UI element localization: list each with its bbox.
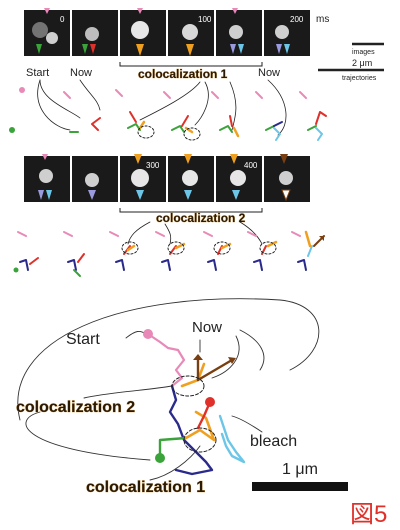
frame-r2-2 <box>72 156 118 202</box>
main-bleach-label: bleach <box>250 433 297 450</box>
trajectories-label: trajectories <box>342 75 377 82</box>
frame-r1-2 <box>72 10 118 56</box>
main-diagram <box>17 298 320 481</box>
scale-legend: images 2 μm trajectories <box>318 42 384 82</box>
frame-time-r2-3: 300 <box>146 161 160 170</box>
frame-time-r2-5: 400 <box>244 161 258 170</box>
frame-time-r1-1: 0 <box>60 15 65 24</box>
frame-r1-4: 100 <box>168 10 214 56</box>
row2-trajectories <box>13 221 325 277</box>
row2-coloc-label: colocalization 2 <box>156 211 246 225</box>
scale-2um-label: 2 μm <box>352 58 372 68</box>
figure-number: 図5 <box>350 501 387 528</box>
row1-coloc-label: colocalization 1 <box>138 67 228 81</box>
main-now-label: Now <box>192 319 222 336</box>
frame-r2-6 <box>264 154 310 202</box>
frame-time-r1-4: 100 <box>198 15 212 24</box>
frame-r2-4 <box>168 154 214 202</box>
images-label: images <box>352 49 375 56</box>
main-coloc2-label: colocalization 2 <box>16 399 135 416</box>
frame-time-r1-6: 200 <box>290 15 304 24</box>
row1-now-right-label: Now <box>258 67 280 79</box>
frame-r2-3: 300 <box>120 154 166 202</box>
row1-trajectories <box>9 79 327 141</box>
unit-label: ms <box>316 14 329 25</box>
frame-r1-5 <box>216 8 262 56</box>
main-scalebar-label: 1 μm <box>282 461 318 478</box>
frame-r2-1 <box>24 154 70 202</box>
frame-r1-3 <box>120 8 166 56</box>
row1-start-label: Start <box>26 67 49 79</box>
row1-frames: 0 100 <box>24 8 329 56</box>
frame-r1-1: 0 <box>24 8 70 56</box>
row1-now-left-label: Now <box>70 67 92 79</box>
frame-r1-6: 200 <box>264 10 310 56</box>
main-coloc1-label: colocalization 1 <box>86 479 205 496</box>
row2-frames: 300 400 <box>24 154 310 202</box>
main-scalebar <box>252 482 348 491</box>
frame-r2-5: 400 <box>216 154 262 202</box>
main-start-label: Start <box>66 331 100 348</box>
